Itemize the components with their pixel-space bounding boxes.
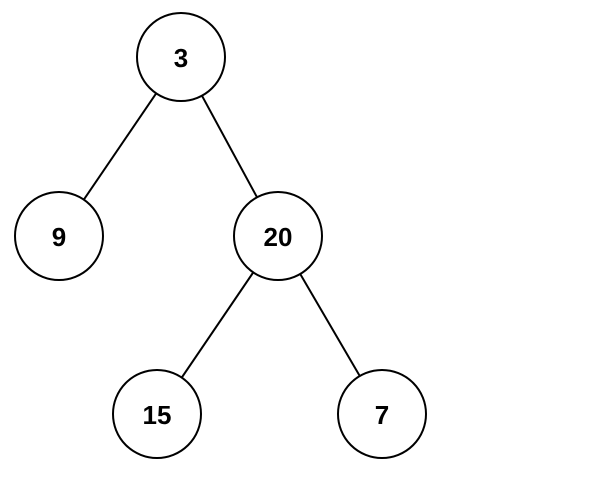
node-root-label: 3 [174,43,188,73]
edge-root-left [80,88,160,205]
node-right: 20 [233,191,323,281]
node-left-circle [14,191,104,281]
node-root: 3 [136,12,226,102]
node-right-left-circle [112,369,202,459]
node-left: 9 [14,191,104,281]
node-right-circle [233,191,323,281]
node-right-label: 20 [264,222,293,252]
edges-layer [80,88,364,383]
node-right-right-label: 7 [375,400,389,430]
node-right-left: 15 [112,369,202,459]
node-right-left-label: 15 [143,400,172,430]
nodes-layer: 3 9 20 15 7 [14,12,427,459]
node-root-circle [136,12,226,102]
node-right-right-circle [337,369,427,459]
edge-root-right [198,90,261,203]
node-left-label: 9 [52,222,66,252]
edge-right-right-left [178,267,257,383]
node-right-right: 7 [337,369,427,459]
edge-right-right-right [296,269,364,381]
